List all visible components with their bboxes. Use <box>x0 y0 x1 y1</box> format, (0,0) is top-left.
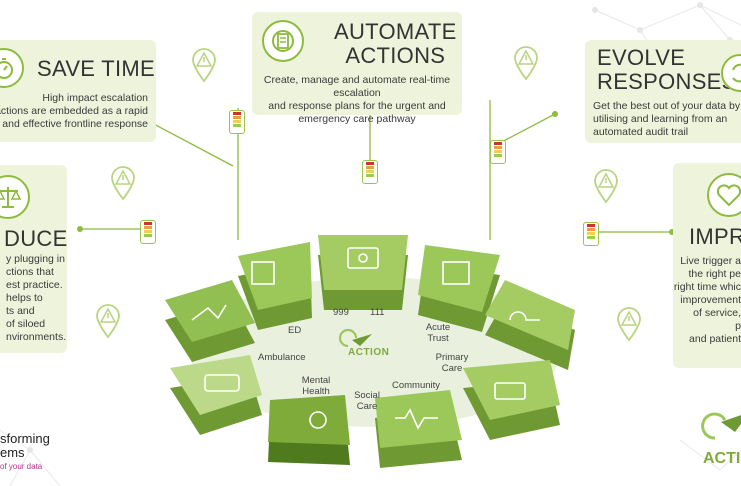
brand-left: sforming ems of your data <box>0 431 50 472</box>
warning-pin-icon <box>111 166 135 201</box>
segment-label-ambulance: Ambulance <box>258 352 306 363</box>
segment-primary-care-tile <box>463 360 560 440</box>
segment-label-community: Community <box>392 380 441 391</box>
warning-pin-icon <box>192 48 216 83</box>
clinic-building-icon <box>251 261 275 285</box>
save-time-body: High impact escalation actions are embed… <box>0 92 148 130</box>
segment-label-social-care: Social Care <box>354 390 380 412</box>
stopwatch-icon <box>0 48 24 88</box>
improve-card: IMPR Live trigger a the right pe right t… <box>673 163 741 368</box>
medical-monitor-icon <box>494 382 526 400</box>
refresh-cycle-icon <box>721 54 741 92</box>
evolve-body: Get the best out of your data by utilisi… <box>593 100 741 138</box>
care-heart-icon <box>309 411 327 429</box>
improve-title: IMPR <box>689 224 741 249</box>
action-logo-icon <box>338 328 372 348</box>
warning-pin-icon <box>594 169 618 204</box>
phone-status-icon <box>583 222 599 246</box>
hospital-building-icon <box>442 261 470 285</box>
ambulance-station-icon <box>191 304 227 321</box>
improve-body: Live trigger a the right pe right time w… <box>673 255 741 345</box>
reduce-card: DUCE y plugging in ctions that est pract… <box>0 165 67 353</box>
heartbeat-icon <box>395 408 438 430</box>
evolve-title: EVOLVE RESPONSES <box>597 45 737 94</box>
segment-label-primary-care: Primary Care <box>435 352 469 374</box>
segment-ed-tile <box>238 242 312 330</box>
segment-label-111: 111 <box>370 307 385 318</box>
segment-label-acute-trust: Acute Trust <box>425 322 451 344</box>
save-time-title: SAVE TIME <box>37 56 156 81</box>
phone-status-icon <box>362 160 378 184</box>
action-brand-logo-icon <box>701 412 741 440</box>
heart-icon <box>707 173 741 217</box>
save-time-card: SAVE TIME High impact escalation actions… <box>0 40 156 142</box>
warning-pin-icon <box>96 304 120 339</box>
warning-pin-icon <box>617 307 641 342</box>
reduce-body: y plugging in ctions that est practice. … <box>6 253 67 343</box>
segment-mental-health-tile <box>170 355 262 435</box>
reduce-title: DUCE <box>4 226 68 251</box>
automate-actions-card: AUTOMATE ACTIONS Create, manage and auto… <box>252 12 462 125</box>
ambulance-vehicle-icon <box>204 374 240 392</box>
automate-title: AUTOMATE ACTIONS <box>334 19 457 68</box>
automation-settings-icon <box>262 20 304 62</box>
segment-label-ed: ED <box>288 325 302 336</box>
telephone-dial-icon <box>358 253 368 263</box>
segment-999-tile <box>318 235 408 310</box>
segment-111-tile <box>418 245 500 332</box>
segment-label-999: 999 <box>333 307 349 318</box>
segment-label-mental-health: Mental Health <box>301 375 331 397</box>
evolve-responses-card: EVOLVE RESPONSES Get the best out of you… <box>585 40 741 143</box>
segment-acute-trust-tile <box>485 280 575 370</box>
segment-social-care-tile <box>268 395 350 465</box>
telephone-icon <box>347 247 379 269</box>
action-brand-label: ACTI <box>703 450 741 467</box>
phone-status-icon <box>229 110 245 134</box>
phone-status-icon <box>490 140 506 164</box>
scales-icon <box>0 175 30 219</box>
stethoscope-icon <box>509 311 540 321</box>
segment-community-tile <box>375 390 462 468</box>
automate-body: Create, manage and automate real-time es… <box>263 74 451 125</box>
phone-status-icon <box>140 220 156 244</box>
warning-pin-icon <box>514 46 538 81</box>
action-center-label: ACTION <box>348 347 390 358</box>
